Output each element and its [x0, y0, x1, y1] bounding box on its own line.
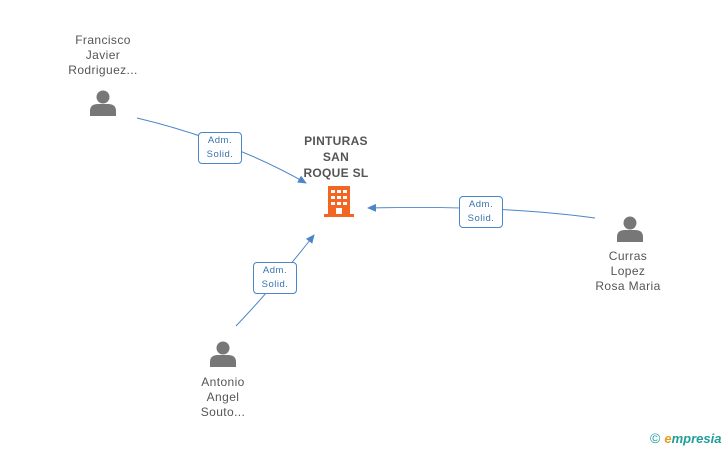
relation-role: Adm.: [468, 199, 494, 210]
person-label-line: Angel: [206, 390, 240, 404]
brand-initial: e: [664, 431, 672, 446]
company-label-line: ROQUE SL: [303, 166, 369, 180]
person-label-line: Francisco: [75, 33, 131, 47]
empresia-logo[interactable]: ©empresia: [650, 430, 721, 446]
person-label-francisco[interactable]: Francisco Javier Rodriguez...: [58, 33, 148, 78]
company-label-line: SAN: [322, 150, 350, 164]
relation-box-curras[interactable]: Adm. Solid.: [459, 196, 503, 228]
relation-type: Solid.: [467, 213, 495, 224]
relation-role: Adm.: [262, 265, 288, 276]
person-label-line: Lopez: [610, 264, 646, 278]
company-label-line: PINTURAS: [304, 134, 368, 148]
person-label-curras[interactable]: Curras Lopez Rosa Maria: [583, 249, 673, 294]
relation-type: Solid.: [206, 149, 234, 160]
relation-box-antonio[interactable]: Adm. Solid.: [253, 262, 297, 294]
person-icon[interactable]: [210, 341, 236, 368]
company-label[interactable]: PINTURAS SAN ROQUE SL: [296, 133, 376, 181]
brand-name: mpresia: [671, 431, 722, 446]
relation-box-francisco[interactable]: Adm. Solid.: [198, 132, 242, 164]
person-label-line: Rodriguez...: [68, 63, 138, 77]
person-label-line: Javier: [85, 48, 121, 62]
person-icon[interactable]: [90, 90, 116, 117]
relation-type: Solid.: [261, 279, 289, 290]
person-label-antonio[interactable]: Antonio Angel Souto...: [178, 375, 268, 420]
person-label-line: Antonio: [201, 375, 245, 389]
relation-role: Adm.: [207, 135, 233, 146]
person-label-line: Curras: [608, 249, 648, 263]
person-icon[interactable]: [617, 216, 643, 243]
person-label-line: Souto...: [200, 405, 246, 419]
person-label-line: Rosa Maria: [595, 279, 661, 293]
copyright-icon: ©: [650, 430, 661, 446]
building-icon[interactable]: [324, 186, 354, 217]
